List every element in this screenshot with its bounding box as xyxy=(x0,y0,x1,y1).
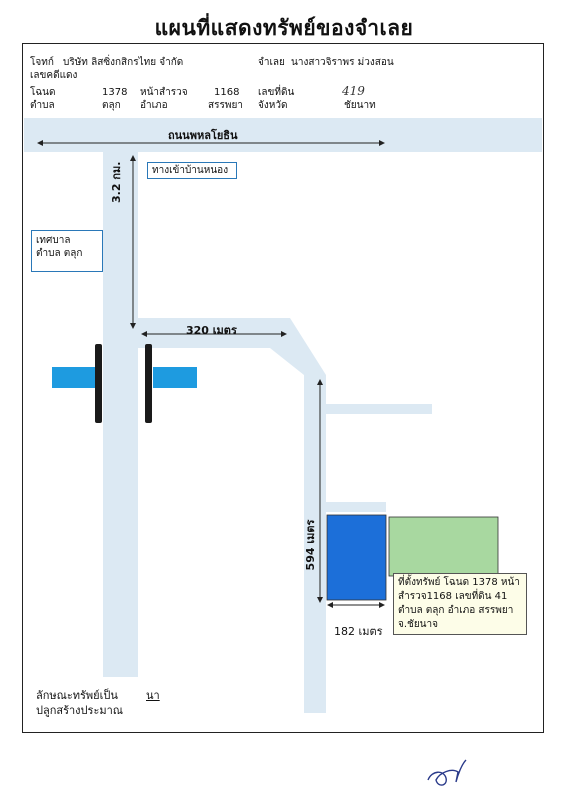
canal-right xyxy=(153,367,197,388)
canal-left xyxy=(52,367,96,388)
deed-value: 1378 xyxy=(102,87,128,98)
defendant-value: นางสาวจิราพร ม่วงสอน xyxy=(291,57,394,68)
municipality-box: เทศบาล ตำบล ตลุก xyxy=(31,230,103,272)
property-lane xyxy=(326,502,386,512)
side-lane xyxy=(326,404,432,414)
neighbor-parcel xyxy=(388,516,499,577)
municipality-line-1: เทศบาล xyxy=(36,235,71,246)
deed-label: โฉนด xyxy=(30,87,56,98)
property-type-value: นา xyxy=(146,689,160,702)
case-number-label: เลขคดีแดง xyxy=(30,70,78,81)
distance-horizontal: 320 เมตร xyxy=(186,324,237,337)
diagonal-road xyxy=(270,318,326,378)
distance-vertical-1: 3.2 กม. xyxy=(110,161,123,203)
subdistrict-value: ตลุก xyxy=(102,100,121,111)
district-label: อำเภอ xyxy=(140,100,168,111)
village-entrance-label: ทางเข้าบ้านหนอง xyxy=(147,162,237,179)
property-type-label: ลักษณะทรัพย์เป็น xyxy=(36,689,118,702)
page-title: แผนที่แสดงทรัพย์ของจำเลย xyxy=(154,16,414,40)
main-road xyxy=(24,118,542,152)
land-number-value: 419 xyxy=(342,84,365,98)
distance-bottom: 182 เมตร xyxy=(334,625,383,638)
survey-value: 1168 xyxy=(214,87,240,98)
district-value: สรรพยา xyxy=(208,100,243,111)
subdistrict-label: ตำบล xyxy=(30,100,55,111)
province-value: ชัยนาท xyxy=(344,100,376,111)
municipality-line-2: ตำบล ตลุก xyxy=(36,248,83,259)
province-label: จังหวัด xyxy=(258,100,288,111)
signature-mark xyxy=(427,759,467,786)
construction-label: ปลูกสร้างประมาณ xyxy=(36,704,123,717)
map-frame xyxy=(22,43,544,733)
plaintiff-label: โจทก์ xyxy=(30,57,54,68)
land-number-label: เลขที่ดิน xyxy=(258,87,295,98)
distance-vertical-2: 594 เมตร xyxy=(304,519,317,571)
bridge-rail-left xyxy=(95,344,102,423)
property-note: ที่ตั้งทรัพย์ โฉนด 1378 หน้าสำรวจ1168 เล… xyxy=(393,573,527,635)
main-road-label: ถนนพหลโยธิน xyxy=(168,129,238,142)
defendant-label: จำเลย xyxy=(258,57,285,68)
bridge-rail-right xyxy=(145,344,152,423)
survey-label: หน้าสำรวจ xyxy=(140,87,188,98)
property-parcel xyxy=(326,514,387,601)
plaintiff-value: บริษัท ลิสซิ่งกสิกรไทย จำกัด xyxy=(63,57,184,68)
